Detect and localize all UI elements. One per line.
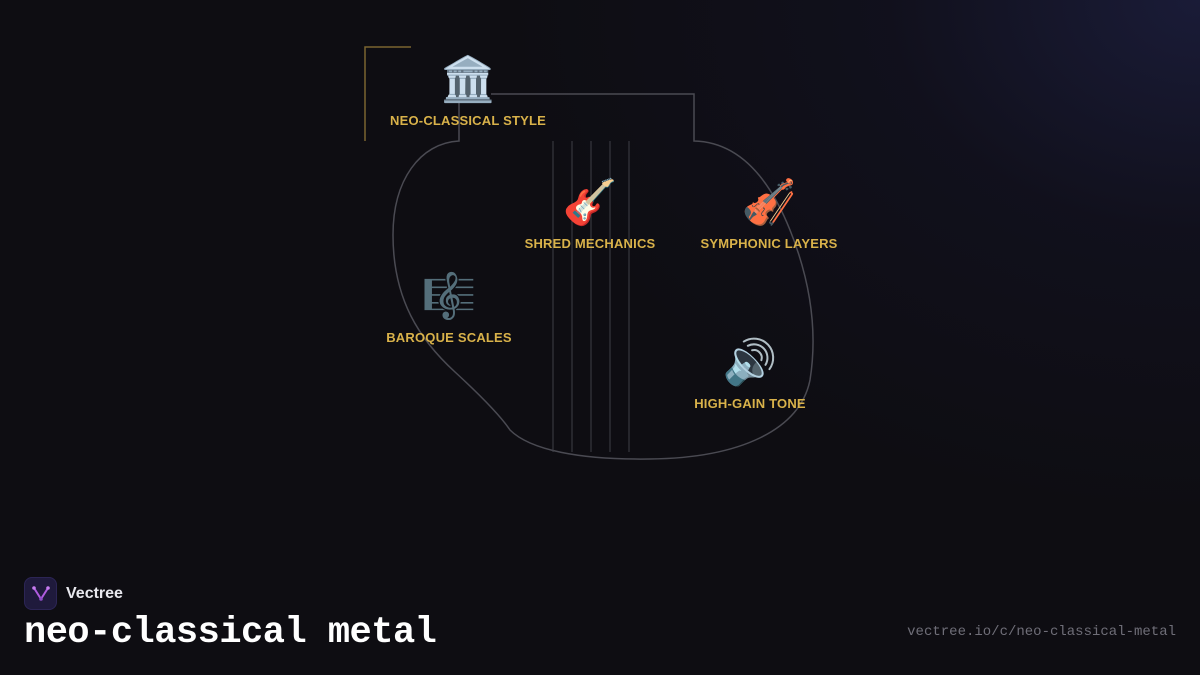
- node-label: HIGH-GAIN TONE: [694, 396, 806, 411]
- page-url[interactable]: vectree.io/c/neo-classical-metal: [907, 624, 1176, 640]
- node-neo-classical-style[interactable]: 🏛️ NEO-CLASSICAL STYLE: [390, 54, 546, 129]
- brand[interactable]: Vectree: [24, 577, 123, 610]
- musical-score-icon: 🎼: [421, 271, 477, 322]
- speaker-high-volume-icon: 🔊: [722, 337, 778, 388]
- node-symphonic-layers[interactable]: 🎻 SYMPHONIC LAYERS: [700, 177, 838, 252]
- node-label: SYMPHONIC LAYERS: [700, 236, 838, 251]
- node-label: SHRED MECHANICS: [524, 236, 656, 251]
- violin-icon: 🎻: [741, 177, 797, 228]
- classical-building-icon: 🏛️: [440, 54, 496, 105]
- node-shred-mechanics[interactable]: 🎸 SHRED MECHANICS: [524, 177, 656, 252]
- guitar-outline: [392, 93, 814, 460]
- guitar-icon: 🎸: [562, 177, 618, 228]
- node-high-gain-tone[interactable]: 🔊 HIGH-GAIN TONE: [694, 337, 806, 412]
- brand-name: Vectree: [66, 584, 123, 602]
- node-label: BAROQUE SCALES: [386, 330, 512, 345]
- accent-bracket: [364, 46, 411, 141]
- node-label: NEO-CLASSICAL STYLE: [390, 113, 546, 128]
- page-title: neo-classical metal: [24, 612, 437, 654]
- node-baroque-scales[interactable]: 🎼 BAROQUE SCALES: [386, 271, 512, 346]
- vectree-logo-icon: [24, 577, 57, 610]
